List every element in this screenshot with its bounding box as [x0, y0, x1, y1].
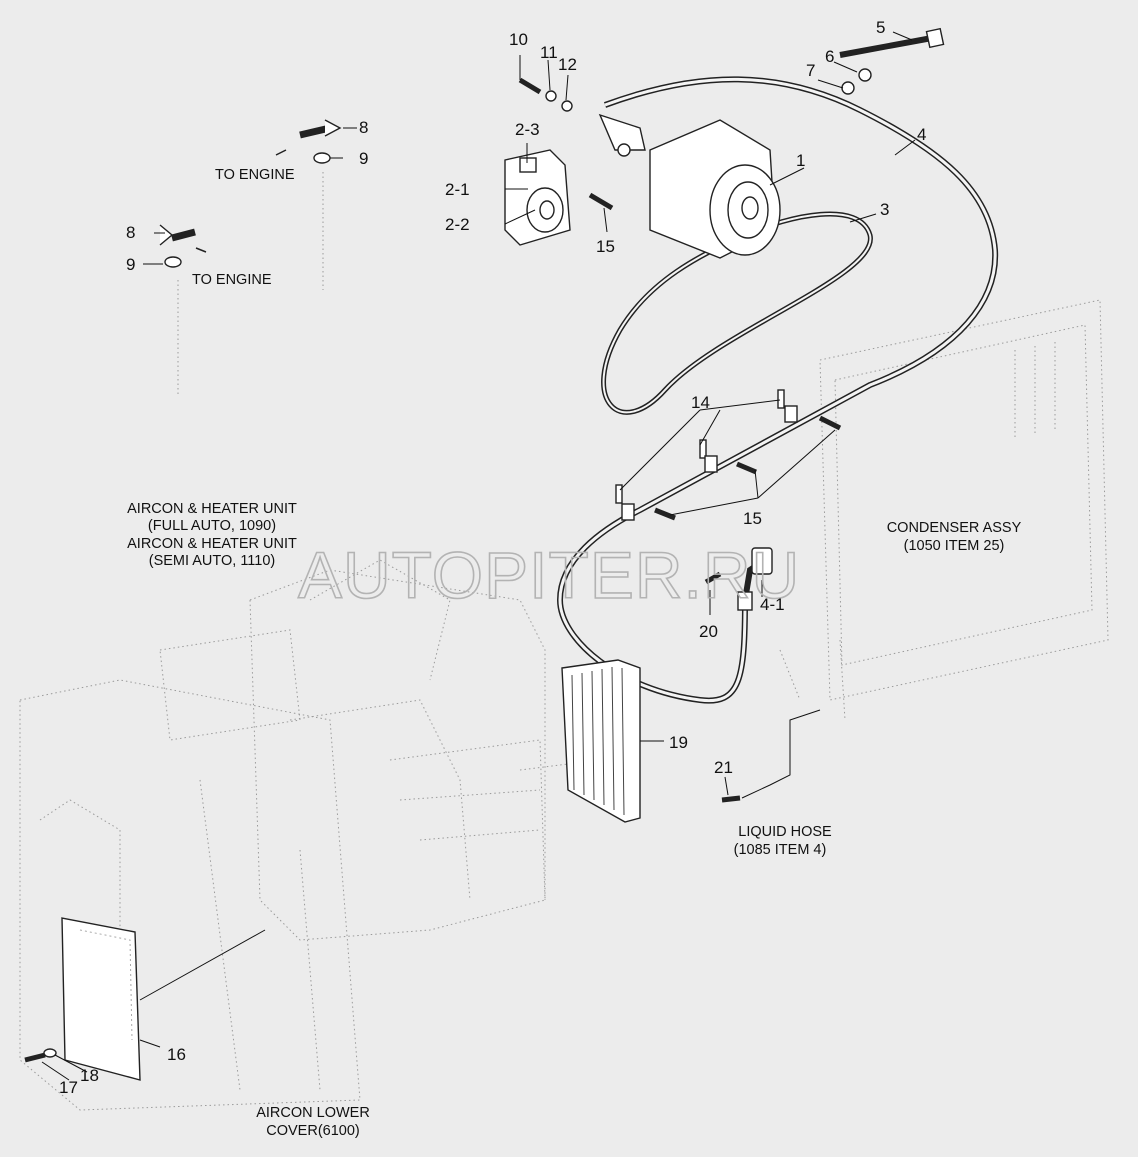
aircon-full-label-1: AIRCON & HEATER UNIT	[127, 501, 297, 517]
callout-2-3: 2-3	[515, 120, 540, 139]
callout-2-1: 2-1	[445, 180, 470, 199]
callout-4-1: 4-1	[760, 595, 785, 614]
callout-21: 21	[714, 758, 733, 777]
callout-15-top: 15	[596, 237, 615, 256]
heater-unit-ghost	[19, 559, 601, 1111]
liquid-hose-fitting	[737, 547, 773, 611]
cabin-filter	[561, 659, 641, 823]
text-labels: TO ENGINE TO ENGINE AIRCON & HEATER UNIT…	[127, 167, 1021, 1139]
leader-lines	[41, 31, 916, 1081]
callout-16: 16	[167, 1045, 186, 1064]
hose-clamps	[615, 389, 842, 803]
condenser-label-2: (1050 ITEM 25)	[904, 538, 1005, 554]
compressor-bolts	[518, 27, 945, 211]
callout-9-top: 9	[359, 149, 368, 168]
callout-1: 1	[796, 151, 805, 170]
lower-cover-label-1: AIRCON LOWER	[256, 1105, 370, 1121]
condenser-label-1: CONDENSER ASSY	[887, 520, 1022, 536]
callout-9-left: 9	[126, 255, 135, 274]
callout-15-mid: 15	[743, 509, 762, 528]
suction-hose	[556, 76, 999, 704]
condenser-ghost	[779, 299, 1109, 721]
callout-14: 14	[691, 393, 710, 412]
callout-20: 20	[699, 622, 718, 641]
aircon-semi-label-1: AIRCON & HEATER UNIT	[127, 536, 297, 552]
aircon-semi-label-2: (SEMI AUTO, 1110)	[149, 553, 276, 569]
compressor	[598, 113, 781, 259]
callout-10: 10	[509, 30, 528, 49]
aircon-full-label-2: (FULL AUTO, 1090)	[148, 518, 276, 534]
callout-5: 5	[876, 18, 885, 37]
callout-6: 6	[825, 47, 834, 66]
liquid-hose-label-2: (1085 ITEM 4)	[734, 842, 827, 858]
callout-8-left: 8	[126, 223, 135, 242]
engine-pipe-ghost	[177, 172, 324, 395]
callout-2-2: 2-2	[445, 215, 470, 234]
callout-7: 7	[806, 61, 815, 80]
drive-belt	[601, 211, 873, 415]
lower-cover-panel	[24, 917, 141, 1081]
callout-11: 11	[540, 43, 558, 62]
lower-cover-label-2: COVER(6100)	[266, 1123, 359, 1139]
callout-3: 3	[880, 200, 889, 219]
drain-valves	[159, 119, 342, 268]
callout-12: 12	[558, 55, 577, 74]
callout-19: 19	[669, 733, 688, 752]
callout-4: 4	[917, 125, 926, 144]
callout-8-top: 8	[359, 118, 368, 137]
liquid-hose-label-1: LIQUID HOSE	[738, 824, 832, 840]
watermark: AUTOPITER.RU	[298, 538, 800, 612]
callout-numbers: 1 2-1 2-2 2-3 3 4 4-1 5 6 7 8 8 9 9 10 1…	[59, 18, 926, 1097]
to-engine-label-top: TO ENGINE	[215, 167, 295, 183]
to-engine-label-left: TO ENGINE	[192, 272, 272, 288]
idler-pulley-bracket	[504, 149, 571, 246]
callout-17: 17	[59, 1078, 78, 1097]
callout-18: 18	[80, 1066, 99, 1085]
